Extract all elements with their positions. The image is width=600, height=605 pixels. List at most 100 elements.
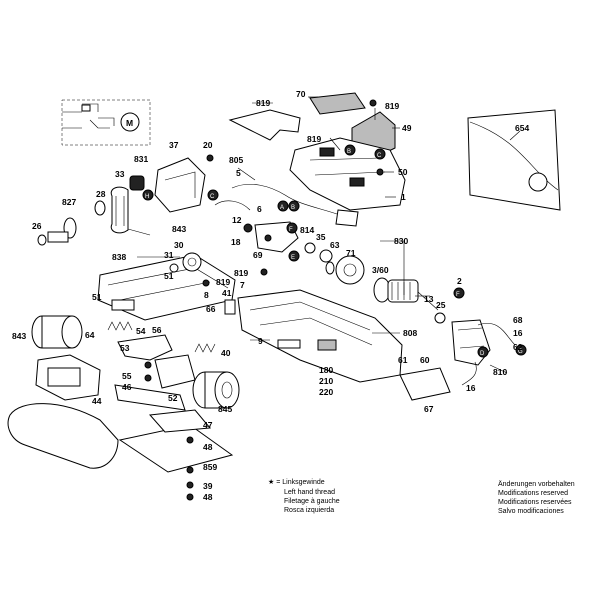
label-805: 805 bbox=[229, 155, 243, 165]
label-35: 35 bbox=[316, 232, 326, 242]
springs bbox=[107, 321, 216, 353]
label-16: 16 bbox=[513, 328, 523, 338]
label-56: 56 bbox=[152, 325, 162, 335]
label-654: 654 bbox=[515, 123, 529, 133]
dust-bag bbox=[467, 109, 561, 211]
label-1: 1 bbox=[401, 192, 406, 202]
thread-legend: ★ = Linksgewinde Left hand thread Fileta… bbox=[268, 478, 340, 514]
svg-text:A: A bbox=[280, 205, 284, 211]
legend-star-line: ★ = Linksgewinde bbox=[268, 478, 325, 486]
label-831: 831 bbox=[134, 154, 148, 164]
label-60: 60 bbox=[420, 355, 430, 365]
screws bbox=[144, 99, 384, 501]
power-cable bbox=[214, 184, 359, 227]
leader-lines bbox=[127, 96, 521, 374]
label-64: 64 bbox=[85, 330, 95, 340]
connector-callouts: H C A B B C F E F D G bbox=[142, 144, 527, 358]
label-54: 54 bbox=[136, 326, 146, 336]
base-plate bbox=[118, 409, 234, 473]
label-18: 18 bbox=[231, 237, 241, 247]
label-28: 28 bbox=[96, 189, 106, 199]
label-827: 827 bbox=[62, 197, 76, 207]
label-70: 70 bbox=[296, 89, 306, 99]
label-49: 49 bbox=[402, 123, 412, 133]
svg-text:E: E bbox=[291, 255, 295, 261]
label-838: 838 bbox=[112, 252, 126, 262]
svg-text:D: D bbox=[480, 351, 485, 357]
label-814: 814 bbox=[300, 225, 314, 235]
svg-text:F: F bbox=[289, 227, 293, 233]
label-51: 51 bbox=[164, 271, 174, 281]
label-44: 44 bbox=[92, 396, 102, 406]
label-68: 68 bbox=[513, 315, 523, 325]
label-843: 843 bbox=[172, 224, 186, 234]
base-frame bbox=[97, 254, 236, 321]
label-48: 48 bbox=[203, 442, 213, 452]
label-210: 210 bbox=[319, 376, 333, 386]
gear-train bbox=[169, 242, 365, 285]
label-808: 808 bbox=[403, 328, 417, 338]
label-5: 5 bbox=[236, 168, 241, 178]
part-number-labels: 70 819 819 49 819 654 37 20 831 805 5 33… bbox=[12, 89, 529, 502]
label-830: 830 bbox=[394, 236, 408, 246]
belt-drive bbox=[37, 175, 145, 246]
label-819: 819 bbox=[216, 277, 230, 287]
label-41: 41 bbox=[222, 288, 232, 298]
legend-fr: Filetage à gauche bbox=[284, 498, 340, 505]
notice-fr: Modifications reservées bbox=[498, 499, 572, 506]
tension-lever bbox=[114, 334, 196, 411]
label-2: 2 bbox=[457, 276, 462, 286]
label-46: 46 bbox=[122, 382, 132, 392]
label-16: 16 bbox=[466, 383, 476, 393]
label-810: 810 bbox=[493, 367, 507, 377]
motor-cap bbox=[31, 315, 83, 349]
svg-text:C: C bbox=[377, 153, 382, 159]
svg-text:B: B bbox=[291, 205, 295, 211]
label-819: 819 bbox=[234, 268, 248, 278]
label-55: 55 bbox=[122, 371, 132, 381]
label-819: 819 bbox=[385, 101, 399, 111]
label-26: 26 bbox=[32, 221, 42, 231]
roller bbox=[192, 371, 240, 409]
label-9: 9 bbox=[258, 336, 263, 346]
label-71: 71 bbox=[346, 248, 356, 258]
wiring-schematic: M bbox=[61, 99, 151, 146]
svg-text:F: F bbox=[456, 292, 460, 298]
notice-de: Änderungen vorbehalten bbox=[498, 480, 575, 488]
modifications-notice: Änderungen vorbehalten Modifications res… bbox=[498, 480, 575, 515]
label-843: 843 bbox=[12, 331, 26, 341]
label-30: 30 bbox=[174, 240, 184, 250]
label-51: 51 bbox=[92, 292, 102, 302]
label-8: 8 bbox=[204, 290, 209, 300]
legend-en: Left hand thread bbox=[284, 489, 335, 496]
label-13: 13 bbox=[424, 294, 434, 304]
label-69: 69 bbox=[253, 250, 263, 260]
label-50: 50 bbox=[398, 167, 408, 177]
sanding-belt bbox=[7, 403, 119, 469]
label-61: 61 bbox=[398, 355, 408, 365]
label-220: 220 bbox=[319, 387, 333, 397]
rear-cover bbox=[399, 367, 451, 401]
notice-es: Salvo modificaciones bbox=[498, 508, 564, 515]
label-66: 66 bbox=[206, 304, 216, 314]
label-33: 33 bbox=[115, 169, 125, 179]
label-819: 819 bbox=[256, 98, 270, 108]
svg-text:B: B bbox=[347, 149, 351, 155]
legend-es: Rosca izquierda bbox=[284, 507, 334, 514]
label-819: 819 bbox=[307, 134, 321, 144]
label-47: 47 bbox=[203, 420, 213, 430]
label-31: 31 bbox=[164, 250, 174, 260]
label-845: 845 bbox=[218, 404, 232, 414]
label-63: 63 bbox=[330, 240, 340, 250]
label-20: 20 bbox=[203, 140, 213, 150]
label-7: 7 bbox=[240, 280, 245, 290]
svg-text:C: C bbox=[210, 194, 215, 200]
label-40: 40 bbox=[221, 348, 231, 358]
label-62: 62 bbox=[513, 342, 523, 352]
label-180: 180 bbox=[319, 365, 333, 375]
label-25: 25 bbox=[436, 300, 446, 310]
notice-en: Modifications reserved bbox=[498, 490, 568, 497]
label-53: 53 bbox=[120, 343, 130, 353]
